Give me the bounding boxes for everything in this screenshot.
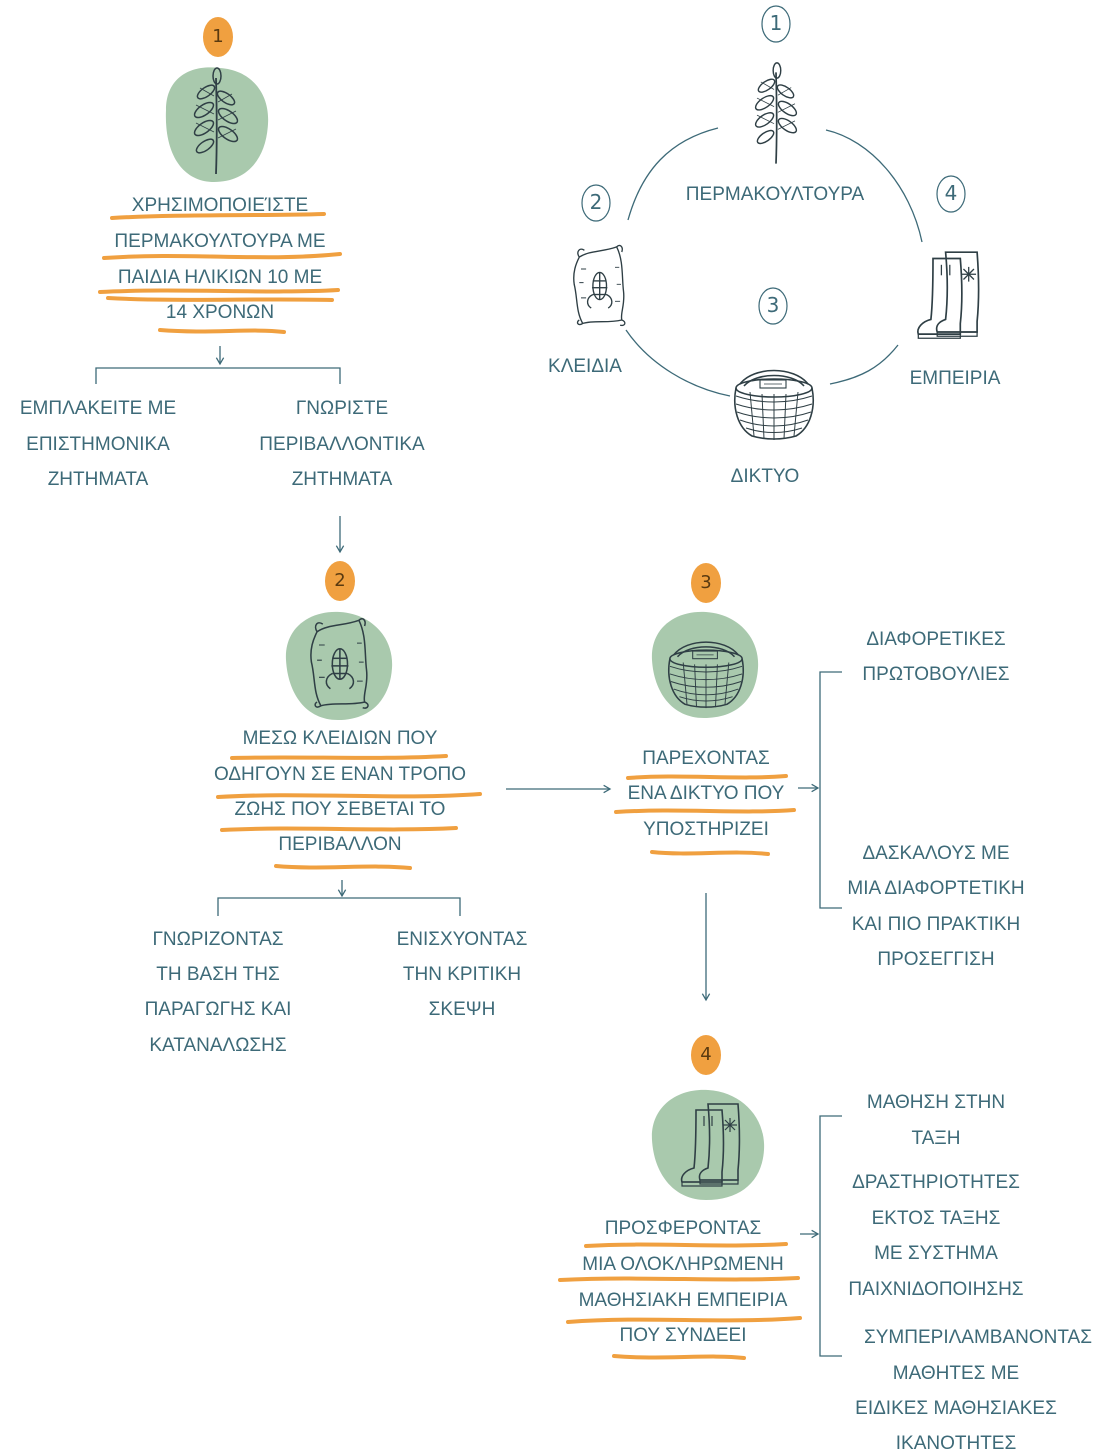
step1-badge bbox=[203, 17, 233, 57]
step4-branch-a-1: ΜΑΘΗΣΗ ΣΤΗΝ bbox=[866, 1092, 1006, 1113]
step3-circle bbox=[651, 611, 759, 718]
step1-branch-left-1: ΕΜΠΛΑΚΕΙΤΕ ΜΕ bbox=[19, 398, 177, 419]
step1-connectors bbox=[95, 346, 345, 554]
cycle-arc-bottom-left bbox=[625, 329, 731, 397]
step3-branch-bottom-3: ΚΑΙ ΠΙΟ ΠΡΑΚΤΙΚΗ bbox=[851, 914, 1021, 935]
step4-branch-b-2: ΕΚΤΟΣ ΤΑΞΗΣ bbox=[871, 1208, 1001, 1229]
step3-branch-top-2: ΠΡΩΤΟΒΟΥΛΙΕΣ bbox=[862, 664, 1010, 685]
step3-branch-bottom-2: ΜΙΑ ΔΙΑΦΟΡΤΕΤΙΚΗ bbox=[847, 878, 1025, 899]
step4-connectors bbox=[800, 1115, 842, 1357]
step2-badge bbox=[325, 561, 355, 601]
permaculture-cycle bbox=[573, 5, 980, 441]
step2-branch-right-2: ΤΗΝ ΚΡΙΤΙΚΗ bbox=[402, 964, 522, 985]
step3-line-2: ΕΝΑ ΔΙΚΤΥΟ ΠΟΥ bbox=[627, 783, 785, 804]
step3-badge-number: 3 bbox=[700, 572, 712, 593]
cycle-number-1-label: 1 bbox=[769, 11, 783, 35]
step2-line-3: ΖΩΗΣ ΠΟΥ ΣΕΒΕΤΑΙ ΤΟ bbox=[234, 799, 446, 820]
step2-connectors bbox=[217, 784, 612, 916]
step2-branch-right-3: ΣΚΕΨΗ bbox=[428, 999, 496, 1020]
step2-branch-left-4: ΚΑΤΑΝΑΛΩΣΗΣ bbox=[149, 1035, 287, 1056]
step4-circle bbox=[651, 1089, 765, 1200]
step4-line-3: ΜΑΘΗΣΙΑΚΗ ΕΜΠΕΙΡΙΑ bbox=[578, 1290, 788, 1311]
step1-branch-right-2: ΠΕΡΙΒΑΛΛΟΝΤΙΚΑ bbox=[259, 434, 425, 455]
step1-branch-right-3: ΖΗΤΗΜΑΤΑ bbox=[291, 469, 393, 490]
step3-underlines bbox=[614, 774, 796, 856]
cycle-label-experience: ΕΜΠΕΙΡΙΑ bbox=[909, 368, 1001, 389]
step3-branch-bottom-1: ΔΑΣΚΑΛΟΥΣ ΜΕ bbox=[862, 843, 1010, 864]
step4-underlines bbox=[558, 1242, 802, 1360]
leaf-icon bbox=[752, 62, 800, 165]
basket-icon bbox=[733, 369, 815, 441]
boots-icon bbox=[917, 251, 980, 340]
step1-line-4: 14 ΧΡΟΝΩΝ bbox=[165, 302, 275, 323]
step2-branch-left-2: ΤΗ ΒΑΣΗ ΤΗΣ bbox=[156, 964, 280, 985]
step3-line-1: ΠΑΡΕΧΟΝΤΑΣ bbox=[642, 748, 770, 769]
step2-branch-right-1: ΕΝΙΣΧΥΟΝΤΑΣ bbox=[396, 929, 528, 950]
cycle-number-3 bbox=[758, 287, 788, 325]
cycle-number-4 bbox=[936, 175, 966, 213]
cycle-number-2-label: 2 bbox=[589, 190, 603, 214]
step1-branch-left-2: ΕΠΙΣΤΗΜΟΝΙΚΑ bbox=[26, 434, 170, 455]
step4-badge bbox=[691, 1035, 721, 1075]
cycle-center-label: ΠΕΡΜΑΚΟΥΛΤΟΥΡΑ bbox=[685, 184, 865, 205]
step2-line-4: ΠΕΡΙΒΑΛΛΟΝ bbox=[278, 834, 402, 855]
cycle-number-4-label: 4 bbox=[944, 181, 958, 205]
step2-line-1: ΜΕΣΩ ΚΛΕΙΔΙΩΝ ΠΟΥ bbox=[242, 728, 438, 749]
step4-graphics bbox=[558, 1035, 842, 1360]
step2-badge-number: 2 bbox=[334, 570, 346, 591]
cycle-label-keys: ΚΛΕΙΔΙΑ bbox=[548, 356, 622, 377]
step4-badge-number: 4 bbox=[700, 1044, 712, 1065]
step3-connectors bbox=[701, 671, 842, 1002]
step2-underlines bbox=[216, 754, 482, 870]
step4-branch-c-1: ΣΥΜΠΕΡΙΛΑΜΒΑΝΟΝΤΑΣ bbox=[864, 1327, 1092, 1348]
step1-underlines bbox=[98, 212, 342, 334]
step4-line-4: ΠΟΥ ΣΥΝΔΕΕΙ bbox=[619, 1325, 747, 1346]
step1-badge-number: 1 bbox=[212, 26, 224, 47]
step4-branch-c-4: ΙΚΑΝΟΤΗΤΕΣ bbox=[895, 1433, 1017, 1454]
cycle-number-3-label: 3 bbox=[766, 293, 780, 317]
step4-branch-a-2: ΤΑΞΗ bbox=[911, 1128, 961, 1149]
step4-branch-b-1: ΔΡΑΣΤΗΡΙΟΤΗΤΕΣ bbox=[852, 1172, 1020, 1193]
step4-branch-b-3: ΜΕ ΣΥΣΤΗΜΑ bbox=[874, 1243, 998, 1264]
step1-line-3: ΠΑΙΔΙΑ ΗΛΙΚΙΩΝ 10 ΜΕ bbox=[117, 267, 323, 288]
step1-line-2: ΠΕΡΜΑΚΟΥΛΤΟΥΡΑ ΜΕ bbox=[114, 231, 326, 252]
cycle-number-1 bbox=[761, 5, 791, 43]
step1-line-1: ΧΡΗΣΙΜΟΠΟΙΕΊΣΤΕ bbox=[131, 195, 309, 216]
step4-branch-c-2: ΜΑΘΗΤΕΣ ΜΕ bbox=[892, 1363, 1020, 1384]
cycle-arc-top-left bbox=[627, 127, 719, 221]
step3-graphics bbox=[614, 563, 842, 1002]
cycle-arc-bottom-right bbox=[829, 344, 899, 385]
step3-branch-top-1: ΔΙΑΦΟΡΕΤΙΚΕΣ bbox=[866, 629, 1006, 650]
step1-graphics bbox=[95, 17, 345, 554]
step2-branch-left-1: ΓΝΩΡΙΖΟΝΤΑΣ bbox=[152, 929, 284, 950]
step4-line-2: ΜΙΑ ΟΛΟΚΛΗΡΩΜΕΝΗ bbox=[582, 1254, 784, 1275]
seed-sack-icon bbox=[573, 244, 626, 327]
cycle-number-2 bbox=[581, 184, 611, 222]
step3-badge bbox=[691, 563, 721, 603]
step4-line-1: ΠΡΟΣΦΕΡΟΝΤΑΣ bbox=[604, 1218, 762, 1239]
step4-branch-b-4: ΠΑΙΧΝΙΔΟΠΟΙΗΣΗΣ bbox=[848, 1279, 1024, 1300]
step4-branch-c-3: ΕΙΔΙΚΕΣ ΜΑΘΗΣΙΑΚΕΣ bbox=[855, 1398, 1057, 1419]
step1-branch-right-1: ΓΝΩΡΙΣΤΕ bbox=[295, 398, 389, 419]
step3-branch-bottom-4: ΠΡΟΣΕΓΓΙΣΗ bbox=[877, 949, 995, 970]
cycle-arc-top-right bbox=[825, 129, 923, 243]
step2-line-2: ΟΔΗΓΟΥΝ ΣΕ ΕΝΑΝ ΤΡΟΠΟ bbox=[213, 764, 467, 785]
step3-line-3: ΥΠΟΣΤΗΡΙΖΕΙ bbox=[643, 819, 769, 840]
cycle-label-network: ΔΙΚΤΥΟ bbox=[730, 466, 800, 487]
step2-graphics bbox=[216, 561, 612, 916]
step1-branch-left-3: ΖΗΤΗΜΑΤΑ bbox=[47, 469, 149, 490]
step2-branch-left-3: ΠΑΡΑΓΩΓΗΣ ΚΑΙ bbox=[144, 999, 292, 1020]
